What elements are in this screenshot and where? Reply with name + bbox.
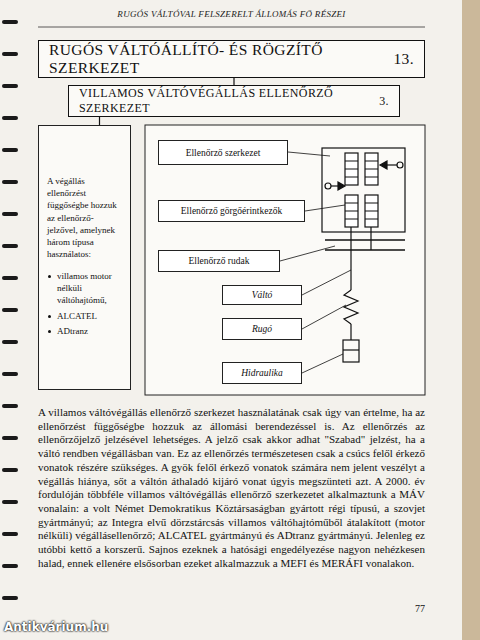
subsection-heading-box: VILLAMOS VÁLTÓVÉGÁLLÁS ELLENŐRZŐ SZERKEZ… [68, 85, 400, 117]
part-name: Ellenőrző szerkezet [186, 148, 261, 158]
part-label-box: Váltó [222, 285, 302, 305]
part-label-box: Ellenőrző rudak [158, 250, 280, 272]
watermark: Antikvárium.hu [4, 620, 108, 634]
part-label-box: Ellenőrző görgőérintkezők [158, 200, 305, 222]
description-box: A végállás ellenőrzést függőségbe hozzuk… [38, 125, 131, 390]
part-name: Váltó [252, 290, 273, 300]
part-name: Hidraulika [241, 368, 283, 378]
heading-text: RUGÓS VÁLTÓÁLLÍTÓ- ÉS RÖGZÍTŐ SZERKEZET [49, 41, 393, 77]
part-label-box: Rugó [222, 318, 302, 340]
part-name: Ellenőrző rudak [189, 256, 250, 266]
body-paragraph: A villamos váltóvégállás ellenőrző szerk… [38, 406, 425, 570]
list-item-text: villamos motor nélküli váltóhajtómű, [57, 270, 122, 306]
list-item-text: ADtranz [57, 325, 88, 337]
part-label-box: Ellenőrző szerkezet [158, 140, 288, 165]
part-name: Rugó [252, 324, 272, 334]
list-item: ADtranz [47, 325, 122, 337]
part-name: Ellenőrző görgőérintkezők [181, 206, 282, 216]
list-item-text: ALCATEL [57, 310, 97, 322]
bullet [48, 315, 51, 318]
section-heading-box: RUGÓS VÁLTÓÁLLÍTÓ- ÉS RÖGZÍTŐ SZERKEZET1… [38, 40, 425, 78]
spiral-binding [2, 20, 18, 600]
bullet [48, 330, 51, 333]
description-text: A végállás ellenőrzést függőségbe hozzuk… [47, 175, 122, 260]
page-number: 77 [400, 603, 425, 614]
mechanism-drawing [322, 148, 405, 362]
list-item: villamos motor nélküli váltóhajtómű, [47, 270, 122, 306]
header-rule [38, 27, 425, 28]
figure-frame [145, 125, 425, 395]
running-header: RUGÓS VÁLTÓVAL FELSZERELT ÁLLOMÁS FŐ RÉS… [38, 9, 425, 19]
connector-line [233, 78, 234, 85]
heading-text: VILLAMOS VÁLTÓVÉGÁLLÁS ELLENŐRZŐ SZERKEZ… [79, 86, 379, 116]
section-number: 13. [393, 50, 414, 68]
connector-line [99, 117, 100, 125]
section-number: 3. [379, 94, 389, 109]
book-page: RUGÓS VÁLTÓÁLLÍTÓ- ÉS RÖGZÍTŐ SZERKEZET1… [0, 0, 462, 640]
bullet [48, 275, 51, 278]
list-item: ALCATEL [47, 310, 122, 322]
part-label-box: Hidraulika [222, 362, 302, 384]
